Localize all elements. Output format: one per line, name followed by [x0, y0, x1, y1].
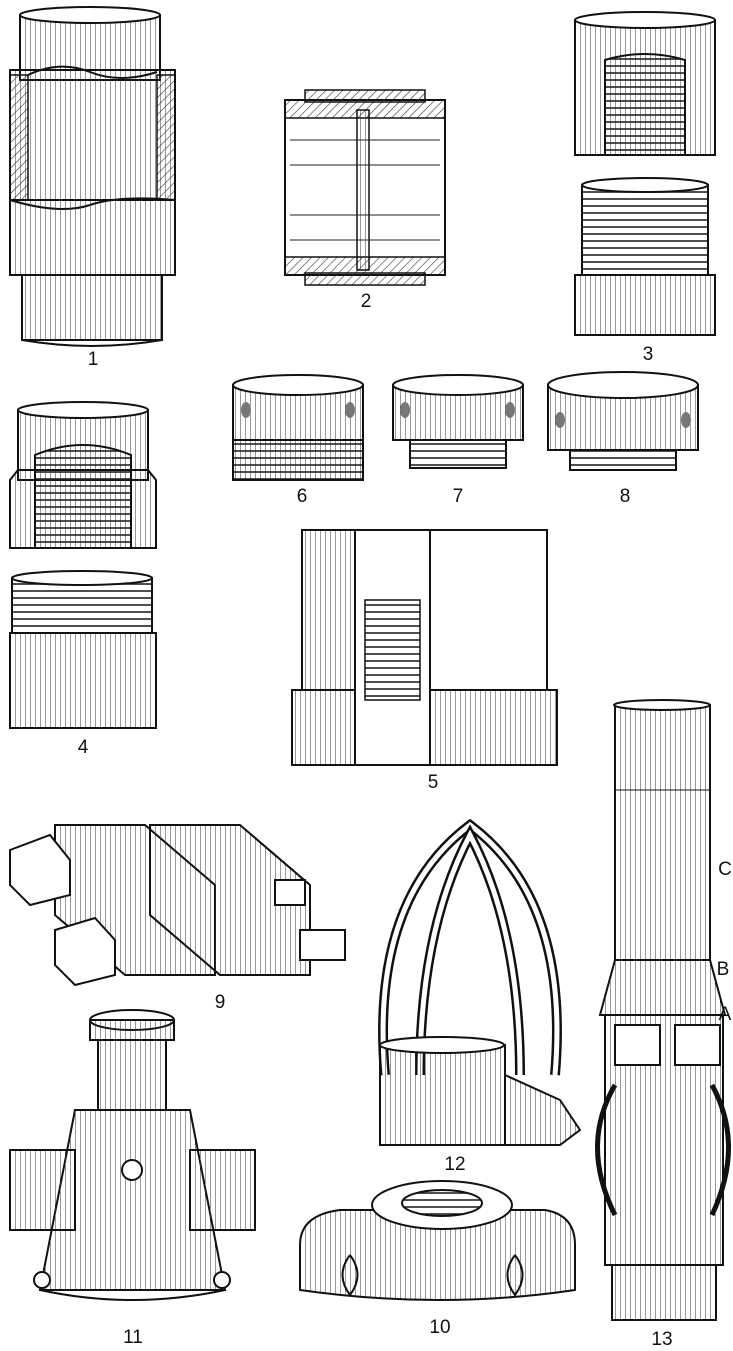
- figure-13-centralizer: [595, 699, 731, 1321]
- figure-11-casing-spider: [9, 1009, 256, 1301]
- label-part-a: A: [719, 1004, 732, 1025]
- label-part-c: C: [718, 859, 732, 880]
- figure-5-tool-joint-section: [291, 529, 558, 766]
- label-fig-1: 1: [88, 349, 99, 370]
- figure-3-box-and-pin: [574, 11, 716, 336]
- label-fig-10: 10: [429, 1317, 450, 1338]
- figure-8-thread-protector-cap: [547, 371, 699, 471]
- label-fig-2: 2: [361, 291, 372, 312]
- figure-7-thread-protector-ring: [392, 374, 524, 469]
- label-fig-4: 4: [78, 737, 89, 758]
- label-fig-13: 13: [651, 1329, 672, 1350]
- label-fig-6: 6: [297, 486, 308, 507]
- label-fig-7: 7: [453, 486, 464, 507]
- figure-6-threaded-ring-section: [232, 374, 364, 481]
- label-fig-12: 12: [444, 1154, 465, 1175]
- figure-10-pipe-slip-spider: [299, 1180, 576, 1301]
- figure-2-welded-joint: [284, 89, 446, 286]
- label-fig-8: 8: [620, 486, 631, 507]
- figure-12-elevator-links: [378, 818, 582, 1146]
- label-part-b: B: [717, 959, 730, 980]
- label-fig-9: 9: [215, 992, 226, 1013]
- label-fig-5: 5: [428, 772, 439, 793]
- label-fig-3: 3: [643, 344, 654, 365]
- figure-4-swage-coupling: [9, 401, 157, 729]
- figure-1-pipe-coupling: [9, 6, 176, 347]
- label-fig-11: 11: [123, 1327, 143, 1348]
- figure-9-pipe-clamp: [9, 824, 346, 987]
